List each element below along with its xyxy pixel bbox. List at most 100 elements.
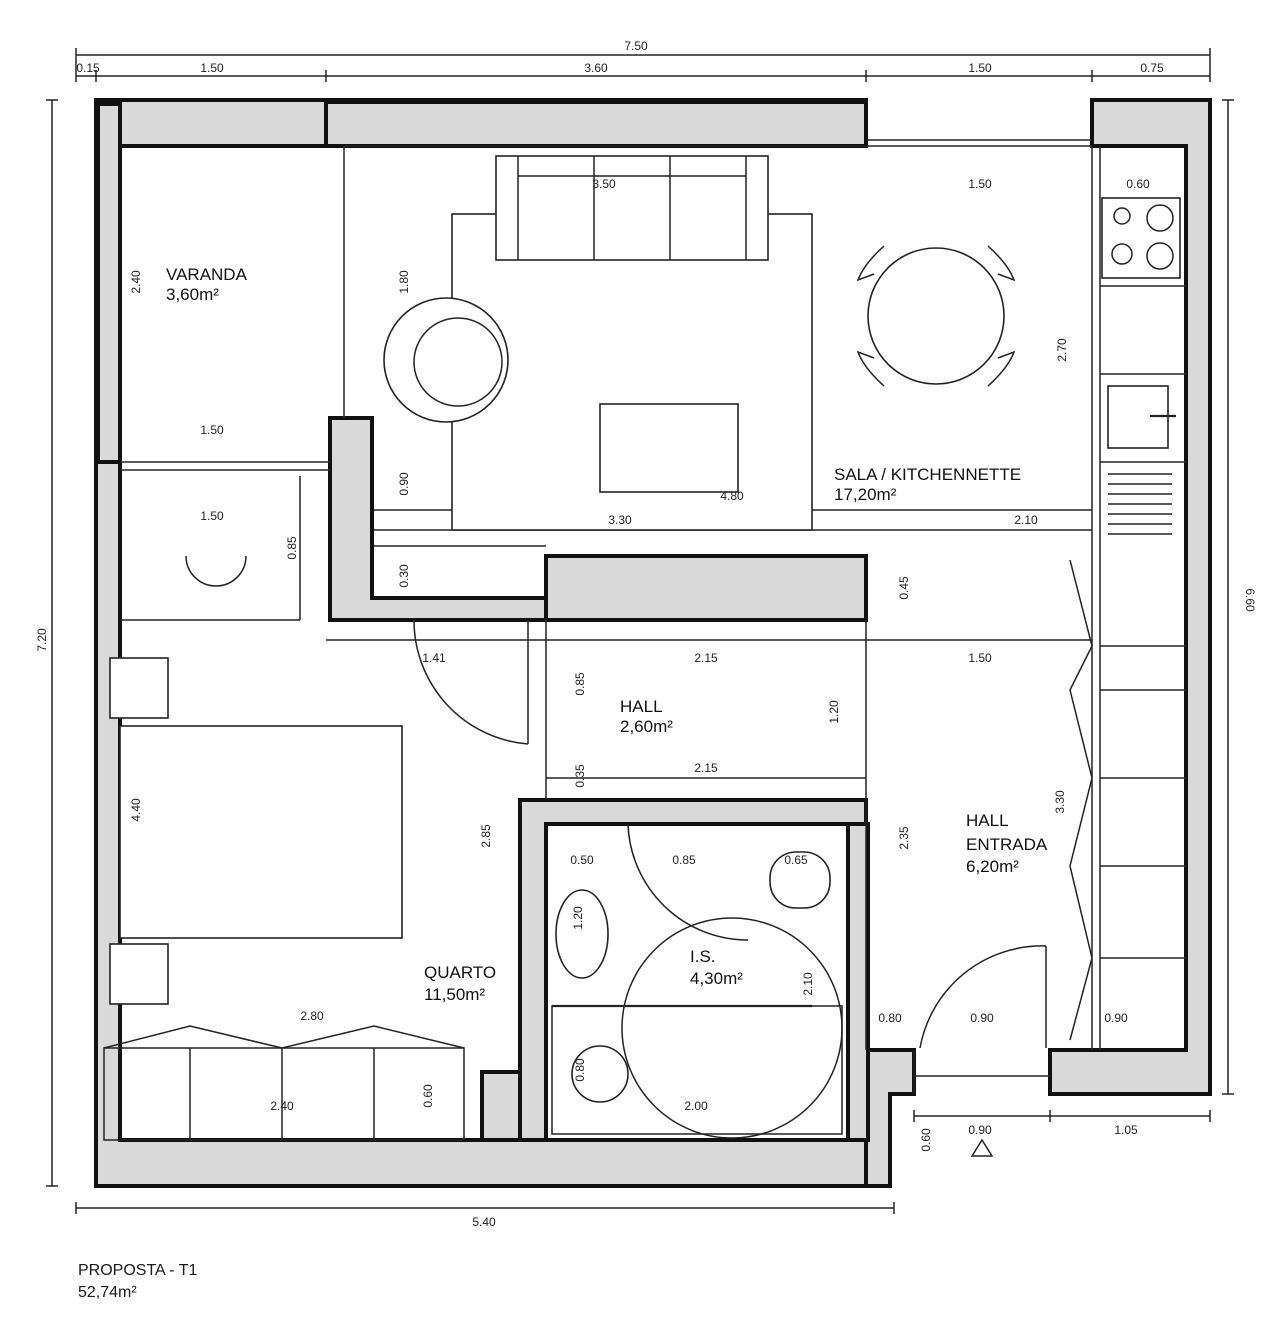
dim-is-065: 0.65	[784, 853, 808, 867]
dim-quarto-240: 2.40	[270, 1099, 294, 1113]
dim-030: 0.30	[397, 564, 411, 588]
dim-quarto-285: 2.85	[479, 824, 493, 848]
door-quarto	[413, 619, 529, 745]
wall-hall-block	[544, 554, 868, 622]
dim-rug-w: 4.80	[720, 489, 744, 503]
turning-circle	[621, 917, 843, 1139]
room-hall-name: HALL	[620, 697, 663, 716]
walls	[94, 98, 1212, 1188]
dim-hall-141: 1.41	[422, 651, 446, 665]
washbasin	[555, 889, 609, 979]
shower-drain	[571, 1045, 629, 1103]
dim-is-200: 2.00	[684, 1099, 708, 1113]
caption-area: 52,74m²	[78, 1284, 137, 1301]
dim-is-120: 1.20	[571, 906, 585, 930]
dining-table	[867, 247, 1005, 385]
dim-is-235: 2.35	[897, 826, 911, 850]
doors	[185, 555, 1047, 1049]
dim-sofa-h: 1.80	[397, 270, 411, 294]
closet	[103, 1025, 465, 1141]
dim-top-1: 0.15	[76, 61, 100, 75]
oven-grill	[1108, 473, 1172, 535]
plan-caption: PROPOSTA - T1 52,74m²	[78, 1260, 197, 1304]
room-sala-area: 17,20m²	[834, 485, 897, 504]
door-varanda	[185, 555, 247, 587]
entry-marker-icon	[970, 1138, 994, 1157]
toilet	[769, 851, 831, 909]
room-is-name: I.S.	[690, 947, 716, 966]
dim-sala-w2: 1.50	[968, 177, 992, 191]
armchair	[383, 297, 509, 423]
dim-bottom-total: 5.40	[472, 1215, 496, 1229]
dim-top-total: 7.50	[624, 39, 648, 53]
dim-quarto-280: 2.80	[300, 1009, 324, 1023]
caption-title: PROPOSTA - T1	[78, 1262, 198, 1279]
dim-quarto-060: 0.60	[421, 1084, 435, 1108]
nightstand-bottom	[109, 943, 169, 1005]
coffee-table	[599, 403, 739, 493]
dim-kitchen-h: 2.70	[1055, 338, 1069, 362]
dim-is-085: 0.85	[672, 853, 696, 867]
room-quarto-name: QUARTO	[424, 963, 496, 982]
overall-dimension-lines	[46, 48, 1234, 1214]
dim-hall-085: 0.85	[573, 672, 587, 696]
dim-045: 0.45	[897, 576, 911, 600]
dim-door-090a: 0.90	[970, 1011, 994, 1025]
room-entrada-name: HALL	[966, 811, 1009, 830]
room-entrada-name2: ENTRADA	[966, 835, 1048, 854]
dim-top-3: 3.60	[584, 61, 608, 75]
dim-quarto-440: 4.40	[129, 798, 143, 822]
dim-top-5: 0.75	[1140, 61, 1164, 75]
dim-sala-b2: 2.10	[1014, 513, 1038, 527]
dim-top-4: 1.50	[968, 61, 992, 75]
dim-top-2: 1.50	[200, 61, 224, 75]
room-quarto-area: 11,50m²	[424, 985, 485, 1004]
sofa	[495, 155, 769, 261]
room-labels: VARANDA 3,60m² SALA / KITCHENNETTE 17,20…	[166, 265, 1048, 1004]
dim-door-080: 0.80	[878, 1011, 902, 1025]
wall-bottom-right	[864, 1048, 916, 1188]
dim-varanda-w: 1.50	[200, 423, 224, 437]
dim-085: 0.85	[285, 536, 299, 560]
dim-bottom-right: 1.05	[1114, 1123, 1138, 1137]
dim-hall-035: 0.35	[573, 764, 587, 788]
room-varanda-name: VARANDA	[166, 265, 248, 284]
dim-is-050: 0.50	[570, 853, 594, 867]
dim-sala-b1: 3.30	[608, 513, 632, 527]
room-varanda-area: 3,60m²	[166, 285, 219, 304]
wardrobe	[1069, 559, 1186, 1041]
dim-hall-215b: 2.15	[694, 761, 718, 775]
dim-door-090b: 0.90	[1104, 1011, 1128, 1025]
room-sala-name: SALA / KITCHENNETTE	[834, 465, 1021, 484]
dim-sala-w1: 3.50	[592, 177, 616, 191]
nightstand-top	[109, 657, 169, 719]
dim-kitchen-w: 0.60	[1126, 177, 1150, 191]
wall-stub	[480, 1070, 522, 1142]
dim-is-080: 0.80	[573, 1058, 587, 1082]
door-is	[627, 823, 749, 941]
dim-left-total: 7.20	[35, 628, 49, 652]
dim-bottom-small: 0.60	[919, 1128, 933, 1152]
dim-is-210: 2.10	[801, 972, 815, 996]
door-entrada	[919, 945, 1047, 1049]
wall-bath-right	[846, 822, 870, 1142]
dim-bottom-door: 0.90	[968, 1123, 992, 1137]
dimension-labels: 7.50 0.15 1.50 3.60 1.50 0.75 7.20 6.60 …	[35, 39, 1257, 1229]
room-entrada-area: 6,20m²	[966, 857, 1019, 876]
dim-entrada-330: 3.30	[1053, 790, 1067, 814]
bed	[119, 725, 403, 939]
dim-small-h: 0.90	[397, 472, 411, 496]
dim-hall-120: 1.20	[827, 700, 841, 724]
wall-inner-varanda	[96, 102, 122, 464]
furniture	[103, 155, 1186, 1141]
dim-right-total: 6.60	[1243, 588, 1257, 612]
wall-top-center	[324, 100, 868, 148]
dim-varanda-h: 2.40	[129, 270, 143, 294]
dim-corridor-w: 1.50	[200, 509, 224, 523]
dim-hall-150: 1.50	[968, 651, 992, 665]
dim-hall-215a: 2.15	[694, 651, 718, 665]
wall-right	[1048, 98, 1212, 1096]
room-hall-area: 2,60m²	[620, 717, 673, 736]
room-is-area: 4,30m²	[690, 969, 743, 988]
